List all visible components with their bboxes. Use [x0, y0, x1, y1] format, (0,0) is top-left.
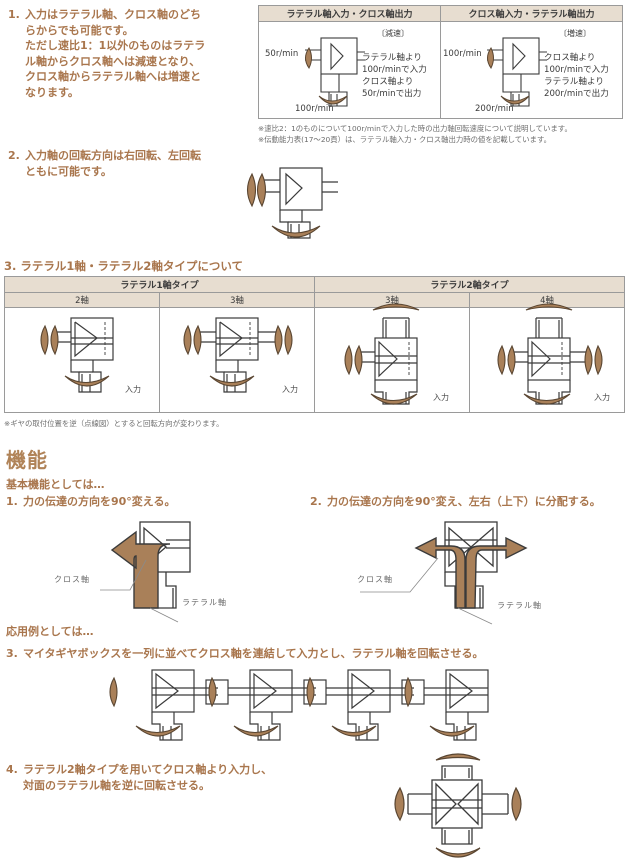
feature-applied-3-number: 3.	[6, 647, 18, 660]
label-cross-shaft-left: クロス軸	[54, 575, 90, 584]
gearbox-diagram-4shaft	[497, 303, 603, 405]
section-3-note: ※ギヤの取付位置を逆（点線図）とすると回転方向が変わります。	[4, 419, 224, 428]
type-table-sub-header-0: 2軸	[4, 292, 160, 308]
item-2-number: 2.	[8, 149, 20, 162]
item-1-line-2: ただし速比1：1以外のものはラテラ	[25, 39, 206, 52]
type-table-input-label-3: 入力	[594, 393, 610, 402]
force-arrow-right-branch	[465, 536, 528, 609]
feature-applied-4-line-1: 対面のラテラル軸を逆に回転させる。	[23, 778, 210, 792]
leader-line-lateral-2	[457, 607, 493, 625]
feature-basic-1: 1. 力の伝達の方向を90°変える。	[6, 494, 175, 510]
speed-table-cell-left: 〔減速〕 50r/min 100r/min ラテラル軸より 100r/minで入…	[258, 21, 441, 119]
type-table-input-label-2: 入力	[433, 393, 449, 402]
leader-line-cross	[100, 559, 147, 591]
type-table-cell-1: 入力	[159, 307, 315, 413]
item-2-line-0: 入力軸の回転方向は右回転、左回転	[25, 149, 201, 162]
type-table-cell-3: 入力	[469, 303, 625, 413]
type-table-sub-header-1: 3軸	[159, 292, 315, 308]
speed-right-input-speed: 100r/min	[443, 49, 482, 59]
type-table-input-label-1: 入力	[282, 385, 298, 394]
speed-right-output-speed: 200r/min	[475, 104, 514, 114]
speed-table-cell-right: 〔増速〕 100r/min 200r/min クロス軸より 100r/minで入…	[440, 21, 623, 119]
gearbox-diagram-right-angle	[100, 521, 191, 623]
item-1-line-5: なります。	[25, 85, 79, 99]
features-applied-lead: 応用例としては…	[6, 625, 94, 638]
gearbox-diagram-2shaft	[40, 317, 114, 393]
lateral-type-table: ラテラル1軸タイプ ラテラル2軸タイプ 2軸 3軸 3軸 4軸	[4, 276, 625, 413]
speed-table-header-right: クロス軸入力・ラテラル軸出力	[440, 5, 623, 22]
speed-left-desc-1: 100r/minで入力	[362, 65, 427, 75]
speed-left-output-speed: 100r/min	[295, 104, 334, 114]
speed-right-bracket: 〔増速〕	[559, 29, 591, 38]
gearbox-diagram-3shaft-lateral2	[344, 303, 420, 405]
speed-table-footnote-0: ※速比2：1のものについて100r/minで入力した時の出力軸回転速度について説…	[258, 124, 572, 133]
feature-basic-2-text: 力の伝達の方向を90°変え、左右（上下）に分配する。	[327, 495, 601, 508]
gearbox-diagram-right	[487, 37, 547, 107]
speed-ratio-table: ラテラル軸入力・クロス軸出力 クロス軸入力・ラテラル軸出力 〔減速〕 50r/m…	[258, 5, 623, 145]
type-table-input-label-0: 入力	[125, 385, 141, 394]
gearbox-diagram-left	[305, 37, 365, 107]
speed-left-description: ラテラル軸より 100r/minで入力 クロス軸より 50r/minで出力	[362, 52, 427, 100]
gearbox-diagram-3shaft-lateral1	[183, 317, 293, 393]
feature-applied-4-number: 4.	[6, 763, 18, 776]
item-1-paragraph: 1. 入力はラテラル軸、クロス軸のどち らからでも可能です。 ただし速比1：1以…	[8, 7, 248, 100]
type-table-cell-2: 入力	[314, 303, 470, 413]
item-1-line-3: ル軸からクロス軸へは減速となり、	[25, 54, 201, 68]
feature-basic-2: 2. 力の伝達の方向を90°変え、左右（上下）に分配する。	[310, 494, 601, 510]
gearbox-diagram-rotation	[246, 167, 338, 239]
section-3-title: 3. ラテラル1軸・ラテラル2軸タイプについて	[4, 259, 244, 273]
gearbox-diagram-opposed	[394, 753, 522, 858]
speed-left-input-speed: 50r/min	[265, 49, 299, 59]
force-arrow-left-branch	[414, 536, 466, 609]
type-table-sub-header-3: 4軸	[469, 292, 625, 308]
speed-table-header-left: ラテラル軸入力・クロス軸出力	[258, 5, 441, 22]
item-1-line-4: クロス軸からラテラル軸へは増速と	[25, 70, 201, 83]
speed-right-desc-1: 100r/minで入力	[544, 65, 609, 75]
speed-right-desc-3: 200r/minで出力	[544, 89, 609, 99]
gearbox-chain-diagram	[109, 669, 489, 741]
speed-right-description: クロス軸より 100r/minで入力 ラテラル軸より 200r/minで出力	[544, 52, 609, 100]
label-cross-shaft-right: クロス軸	[357, 575, 393, 584]
speed-table-footnotes: ※速比2：1のものについて100r/minで入力した時の出力軸回転速度について説…	[258, 123, 620, 145]
gearbox-diagram-split	[360, 521, 528, 625]
feature-applied-3-text: マイタギヤボックスを一列に並べてクロス軸を連結して入力とし、ラテラル軸を回転させ…	[23, 647, 484, 660]
leader-line-cross-2	[360, 557, 439, 593]
item-1-line-1: らからでも可能です。	[25, 23, 134, 37]
item-2-line-1: ともに可能です。	[25, 164, 112, 178]
speed-left-desc-3: 50r/minで出力	[362, 89, 422, 99]
speed-left-bracket: 〔減速〕	[377, 29, 409, 38]
item-1-number: 1.	[8, 8, 20, 21]
feature-applied-4-line-0: ラテラル2軸タイプを用いてクロス軸より入力し、	[23, 763, 273, 776]
feature-basic-1-text: 力の伝達の方向を90°変える。	[23, 495, 176, 508]
feature-applied-3: 3. マイタギヤボックスを一列に並べてクロス軸を連結して入力とし、ラテラル軸を回転…	[6, 646, 483, 662]
item-2-paragraph: 2. 入力軸の回転方向は右回転、左回転 ともに可能です。	[8, 148, 248, 179]
label-lateral-shaft-right: ラテラル軸	[497, 601, 542, 610]
speed-left-desc-2: クロス軸より	[362, 77, 414, 87]
item-1-line-0: 入力はラテラル軸、クロス軸のどち	[25, 8, 201, 21]
type-table-cell-0: 入力	[4, 307, 160, 413]
features-basic-lead: 基本機能としては…	[6, 478, 105, 491]
feature-applied-4: 4. ラテラル2軸タイプを用いてクロス軸より入力し、 対面のラテラル軸を逆に回転…	[6, 762, 386, 793]
speed-right-desc-0: クロス軸より	[544, 53, 596, 63]
type-table-group-header-0: ラテラル1軸タイプ	[4, 276, 315, 293]
feature-basic-2-number: 2.	[310, 495, 322, 508]
label-lateral-shaft-left: ラテラル軸	[182, 598, 227, 607]
feature-basic-1-number: 1.	[6, 495, 18, 508]
speed-left-desc-0: ラテラル軸より	[362, 53, 422, 63]
leader-line-lateral	[149, 607, 179, 623]
features-heading: 機能	[6, 448, 48, 472]
speed-right-desc-2: ラテラル軸より	[544, 77, 604, 87]
type-table-group-header-1: ラテラル2軸タイプ	[314, 276, 625, 293]
speed-table-footnote-1: ※伝動能力表(17〜20頁）は、ラテラル軸入力・クロス軸出力時の値を記載していま…	[258, 135, 551, 144]
